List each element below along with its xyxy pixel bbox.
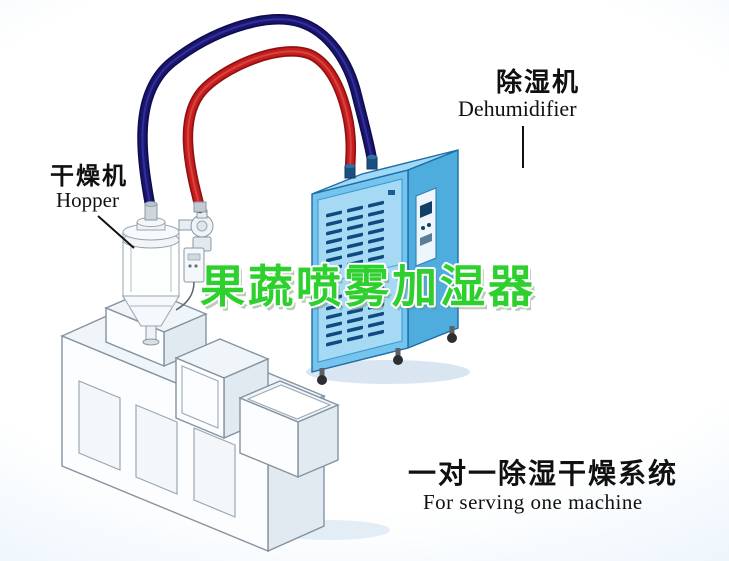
bottom-title: 一对一除湿干燥系统	[408, 457, 679, 490]
control-button	[427, 223, 431, 227]
control-button	[421, 226, 425, 230]
extruder-door-panel	[78, 380, 121, 471]
extruder-gearbox-inset	[181, 365, 219, 429]
overlay-title: 果蔬喷雾加湿器	[200, 260, 536, 313]
dehumidifier-unit	[311, 148, 459, 385]
hopper-label-line	[97, 215, 135, 249]
extruder-barrel-tray	[246, 384, 332, 420]
supply-air-pipe-red	[182, 46, 357, 214]
hopper-dryer	[122, 209, 214, 346]
blower-pipe-connector	[193, 201, 207, 213]
hopper-cone	[122, 295, 180, 327]
bottom-subtitle: For serving one machine	[423, 490, 643, 514]
hopper-flange	[142, 338, 160, 346]
dehumidifier-label-en: Dehumidifier	[458, 96, 577, 121]
pipe-connectors	[144, 154, 378, 221]
dehumidifier-shadow	[306, 360, 470, 384]
extruder-door-panel	[193, 427, 236, 518]
caster-wheels	[317, 326, 457, 385]
dehumidifier-control-panel	[415, 187, 437, 267]
overlay-title-shadow: 果蔬喷雾加湿器	[203, 264, 539, 317]
dehumidifier-top-face	[311, 149, 459, 195]
hopper-label-cn: 干燥机	[50, 162, 128, 190]
hopper-label-en: Hopper	[56, 188, 119, 212]
control-display	[420, 201, 432, 218]
return-air-pipe-blue	[137, 14, 378, 216]
extruder-machine	[60, 289, 340, 553]
control-box-cable	[175, 281, 195, 311]
dehumidifier-label-cn: 除湿机	[496, 68, 581, 98]
hopper-body	[122, 239, 180, 297]
extruder-door-panel	[135, 404, 178, 495]
brand-plate	[388, 190, 395, 195]
extruder-barrel-front	[239, 396, 299, 479]
control-switch	[420, 233, 432, 246]
